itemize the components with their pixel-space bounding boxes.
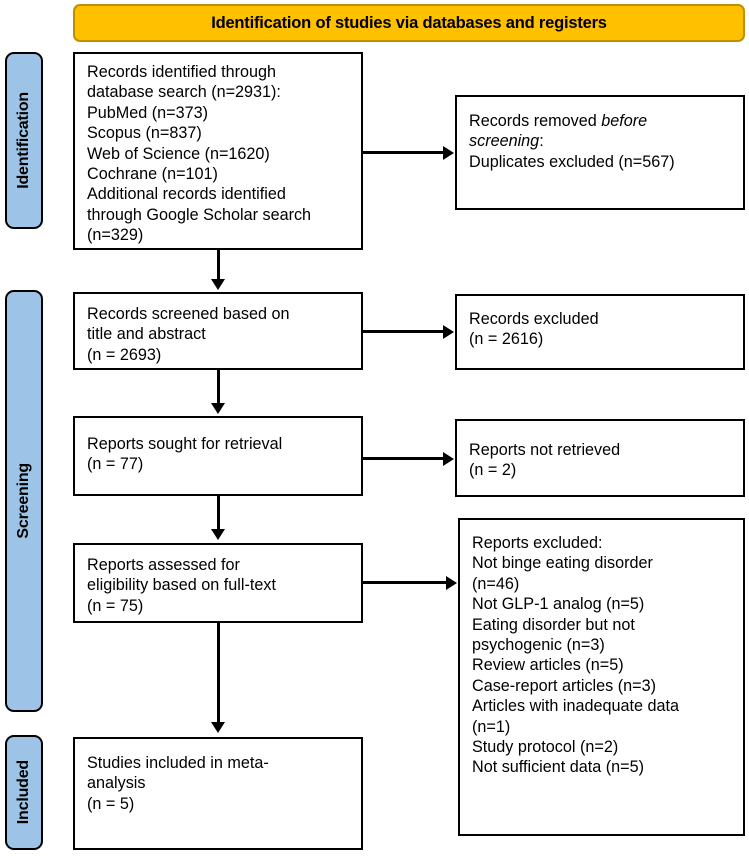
arrowhead-sought-to-not-retrieved [443, 451, 454, 466]
connector-screened-to-sought [216, 370, 220, 404]
box-reports-sought: Reports sought for retrieval (n = 77) [73, 416, 363, 496]
arrowhead-sought-to-assessed [211, 529, 225, 540]
stage-label-screening: Screening [15, 463, 32, 539]
box-reports-not-retrieved-text: Reports not retrieved (n = 2) [469, 441, 621, 480]
removed-italic-before: before [601, 112, 648, 130]
box-records-excluded: Records excluded (n = 2616) [455, 294, 745, 370]
box-reports-assessed: Reports assessed for eligibility based o… [73, 543, 363, 623]
box-records-excluded-text: Records excluded (n = 2616) [469, 310, 599, 349]
connector-screened-to-excluded [363, 330, 444, 333]
box-studies-included: Studies included in meta- analysis (n = … [73, 737, 363, 850]
removed-italic-screening: screening [469, 132, 540, 151]
arrowhead-assessed-to-included [211, 722, 225, 733]
box-records-removed-text: Records removed before screening: Duplic… [469, 111, 733, 172]
arrowhead-identified-to-removed [443, 145, 454, 160]
stage-bar-screening: Screening [5, 290, 43, 712]
connector-assessed-to-included [216, 623, 220, 723]
box-records-identified: Records identified through database sear… [73, 52, 363, 250]
box-records-removed: Records removed before screening: Duplic… [455, 95, 745, 210]
box-records-identified-text: Records identified through database sear… [87, 63, 312, 245]
removed-duplicates: Duplicates excluded (n=567) [469, 152, 675, 171]
arrowhead-assessed-to-excluded-reasons [446, 575, 457, 590]
connector-sought-to-assessed [216, 496, 220, 530]
stage-label-included: Included [15, 760, 32, 825]
removed-lead: Records removed [469, 112, 602, 130]
box-reports-sought-text: Reports sought for retrieval (n = 77) [87, 435, 283, 474]
box-reports-assessed-text: Reports assessed for eligibility based o… [87, 556, 276, 615]
stage-label-identification: Identification [15, 92, 32, 189]
arrowhead-screened-to-excluded [443, 324, 454, 339]
box-reports-not-retrieved: Reports not retrieved (n = 2) [455, 419, 745, 497]
connector-identified-to-screened [216, 250, 220, 280]
removed-colon: : [539, 132, 544, 151]
connector-identified-to-removed [363, 151, 444, 154]
banner-title: Identification of studies via databases … [211, 13, 607, 32]
stage-bar-identification: Identification [5, 52, 43, 229]
box-reports-excluded-reasons: Reports excluded: Not binge eating disor… [458, 518, 745, 836]
connector-assessed-to-excluded-reasons [363, 581, 447, 584]
stage-bar-included: Included [5, 735, 43, 850]
box-studies-included-text: Studies included in meta- analysis (n = … [87, 754, 269, 813]
box-records-screened: Records screened based on title and abst… [73, 292, 363, 370]
identification-banner: Identification of studies via databases … [73, 4, 745, 42]
connector-sought-to-not-retrieved [363, 457, 444, 460]
box-reports-excluded-reasons-text: Reports excluded: Not binge eating disor… [472, 534, 679, 777]
arrowhead-screened-to-sought [211, 403, 225, 414]
arrowhead-identified-to-screened [211, 279, 225, 290]
box-records-screened-text: Records screened based on title and abst… [87, 305, 290, 364]
